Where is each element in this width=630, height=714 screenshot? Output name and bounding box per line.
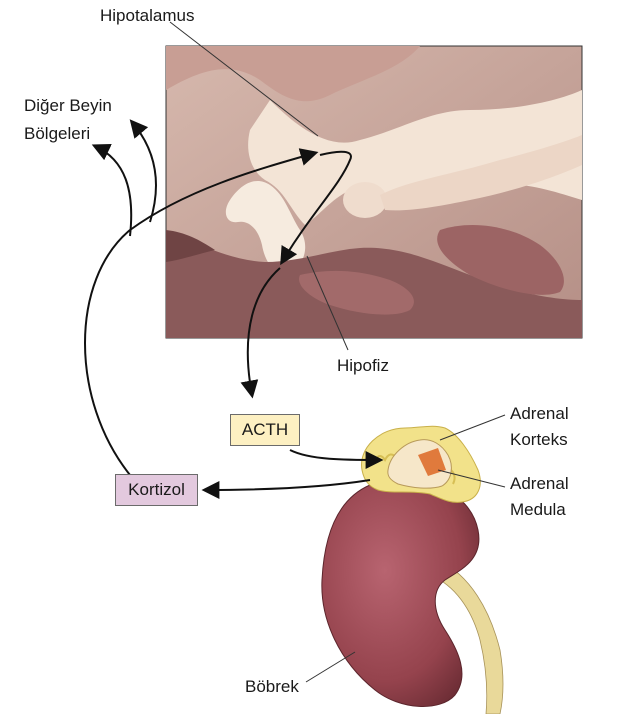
cortisol-box: Kortizol [115, 474, 198, 506]
kidney-adrenal-illustration [321, 425, 504, 714]
hormone-arrows [84, 119, 384, 499]
adrenal-cortex-label-line2: Korteks [510, 430, 568, 449]
hypothalamus-label: Hipotalamus [100, 6, 195, 25]
kidney-label: Böbrek [245, 677, 299, 696]
brain-section-illustration [165, 45, 583, 339]
other-brain-label-line2: Bölgeleri [24, 124, 91, 143]
leader-lines [169, 21, 506, 683]
adrenal-medulla-label-line2: Medula [510, 500, 566, 519]
pituitary-label: Hipofiz [337, 356, 389, 375]
acth-box: ACTH [230, 414, 300, 446]
other-brain-label-line1: Diğer Beyin [24, 96, 112, 115]
adrenal-cortex-label-line1: Adrenal [510, 404, 569, 423]
adrenal-medulla-label-line1: Adrenal [510, 474, 569, 493]
